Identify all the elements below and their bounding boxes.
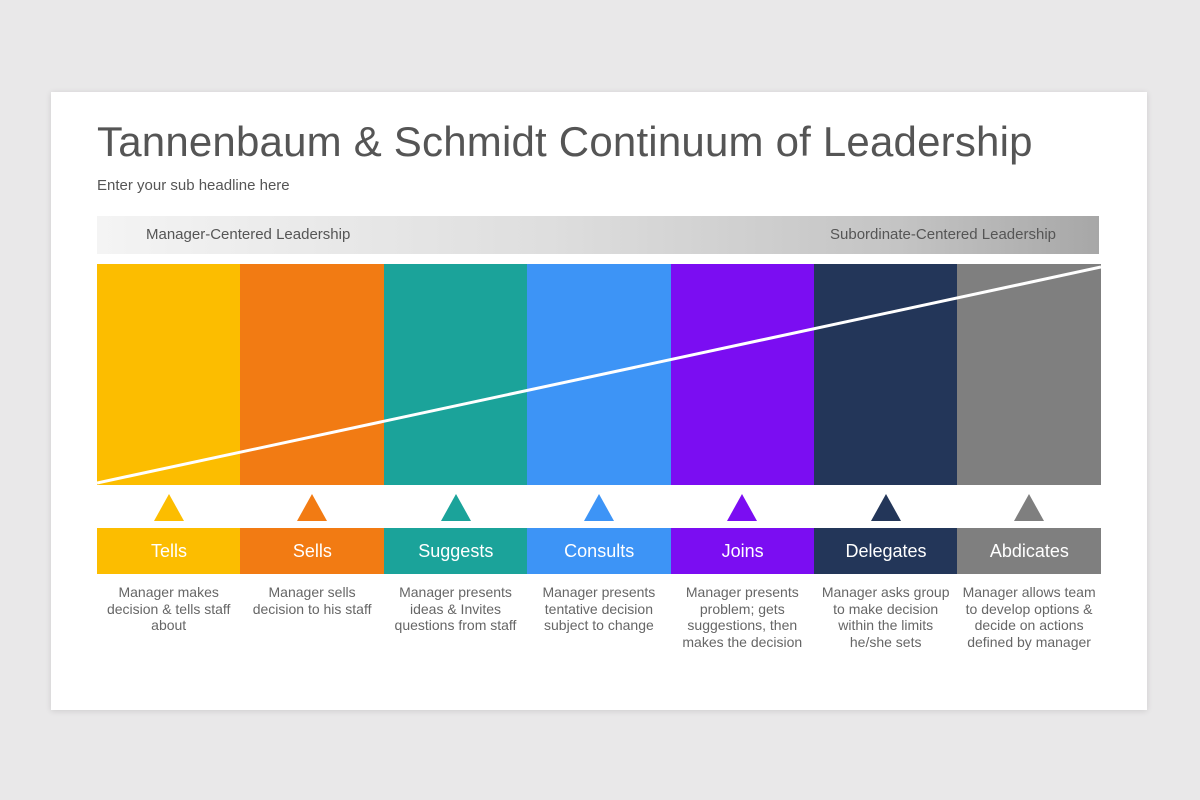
authority-diagonal-line bbox=[97, 265, 1101, 485]
style-description-consults: Manager presents tentative decision subj… bbox=[542, 584, 656, 633]
leadership-gradient-band: Manager-Centered Leadership Subordinate-… bbox=[97, 216, 1099, 254]
style-description-delegates: Manager asks group to make decision with… bbox=[821, 584, 950, 650]
continuum-blocks bbox=[97, 264, 1102, 485]
block-joins bbox=[670, 264, 815, 485]
slide: Tannenbaum & Schmidt Continuum of Leader… bbox=[51, 92, 1147, 710]
style-label-joins: Joins bbox=[670, 528, 815, 574]
block-abdicates bbox=[957, 264, 1102, 485]
block-delegates bbox=[814, 264, 958, 485]
style-description-joins: Manager presents problem; gets suggestio… bbox=[682, 584, 803, 650]
triangle-icon bbox=[153, 494, 184, 521]
triangle-icon bbox=[583, 494, 614, 521]
style-label-suggests: Suggests bbox=[383, 528, 528, 574]
slide-title: Tannenbaum & Schmidt Continuum of Leader… bbox=[97, 118, 1033, 165]
block-suggests bbox=[383, 264, 528, 485]
subordinate-centered-label: Subordinate-Centered Leadership bbox=[830, 226, 1056, 243]
style-description-tells: Manager makes decision & tells staff abo… bbox=[106, 584, 231, 633]
block-tells bbox=[97, 264, 241, 485]
slide-subtitle: Enter your sub headline here bbox=[97, 177, 290, 194]
triangle-icon bbox=[297, 494, 328, 521]
triangle-icon bbox=[727, 494, 758, 521]
style-label-tells: Tells bbox=[97, 528, 241, 574]
style-description-abdicates: Manager allows team to develop options &… bbox=[962, 584, 1096, 650]
triangle-icon bbox=[1014, 494, 1045, 521]
triangle-icon bbox=[440, 494, 471, 521]
style-description-sells: Manager sells decision to his staff bbox=[252, 584, 372, 617]
style-description-suggests: Manager presents ideas & Invites questio… bbox=[394, 584, 517, 633]
manager-centered-label: Manager-Centered Leadership bbox=[146, 226, 351, 243]
triangle-icon bbox=[870, 494, 901, 521]
style-label-delegates: Delegates bbox=[814, 528, 958, 574]
style-label-sells: Sells bbox=[240, 528, 385, 574]
style-label-abdicates: Abdicates bbox=[957, 528, 1102, 574]
style-label-consults: Consults bbox=[527, 528, 672, 574]
